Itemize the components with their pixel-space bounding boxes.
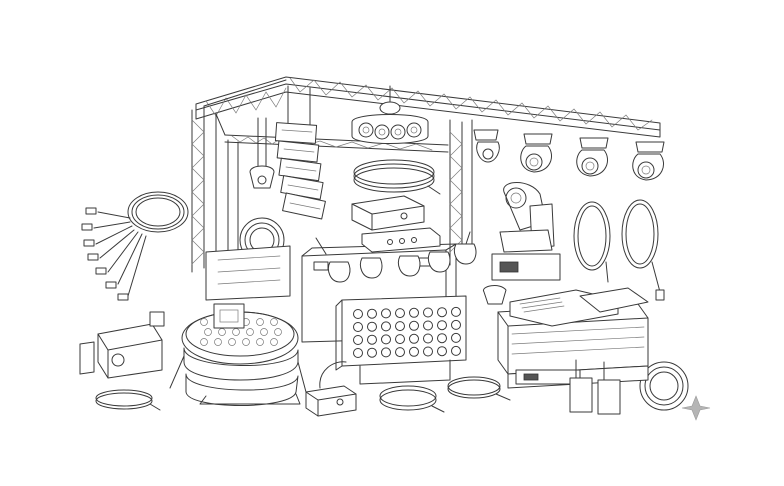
led-cell [353, 348, 363, 358]
led-cell [367, 347, 377, 358]
led-cell [367, 308, 377, 319]
led-cell [409, 346, 419, 357]
led-cell [381, 321, 391, 332]
moving-head-4 [632, 141, 665, 181]
led-cell [409, 307, 419, 318]
par-led [200, 338, 208, 346]
par-led [260, 328, 268, 336]
par-led [200, 318, 208, 326]
led-cell [437, 320, 447, 331]
led-cell [423, 320, 433, 331]
led-cell [437, 333, 447, 344]
led-cell [381, 308, 391, 319]
led-cell [353, 335, 363, 345]
line-array-speaker [274, 85, 326, 220]
multi-head-light [351, 85, 429, 144]
led-cell [367, 321, 377, 332]
led-cell [381, 347, 391, 358]
par-led [256, 318, 264, 326]
fog-machine [79, 311, 165, 379]
small-spot [483, 285, 507, 305]
par-led [274, 328, 282, 336]
led-cell [395, 321, 405, 332]
led-cell [451, 306, 461, 317]
moving-head-3 [576, 137, 609, 177]
led-cell [367, 334, 377, 345]
led-cell [451, 345, 461, 356]
led-cell [423, 346, 433, 357]
truss-structure [191, 76, 661, 273]
par-led [246, 328, 254, 336]
led-cell [451, 332, 461, 343]
moving-head-2 [520, 133, 553, 173]
led-cell [423, 333, 433, 344]
floor-dimmer-box [305, 361, 357, 417]
par-led [270, 338, 278, 346]
led-cell [409, 333, 419, 344]
par-led [228, 338, 236, 346]
led-panel [335, 295, 467, 385]
sparkle-icon [681, 395, 711, 421]
par-led [204, 328, 212, 336]
led-cell [437, 346, 447, 357]
led-cell [395, 334, 405, 345]
wireless-receivers [515, 359, 621, 415]
hanging-fixture [249, 117, 275, 189]
beam-moving-head [491, 182, 561, 281]
stage-box [205, 245, 291, 301]
par-can-stack [169, 303, 307, 406]
led-cell [395, 308, 405, 319]
moving-head-lights [473, 129, 665, 181]
mixing-console [509, 287, 649, 327]
dmx-splitter [351, 195, 441, 253]
led-cell [423, 307, 433, 318]
led-cell [353, 309, 363, 319]
par-led [270, 318, 278, 326]
par-led [242, 338, 250, 346]
led-cell [395, 347, 405, 358]
led-cell [451, 319, 461, 330]
led-cell [353, 322, 363, 332]
led-cell [409, 320, 419, 331]
moving-head-1 [473, 129, 500, 163]
par-lights-strip [315, 231, 477, 283]
led-cell [381, 334, 391, 345]
par-led [214, 338, 222, 346]
par-led [256, 338, 264, 346]
led-cell [437, 307, 447, 318]
